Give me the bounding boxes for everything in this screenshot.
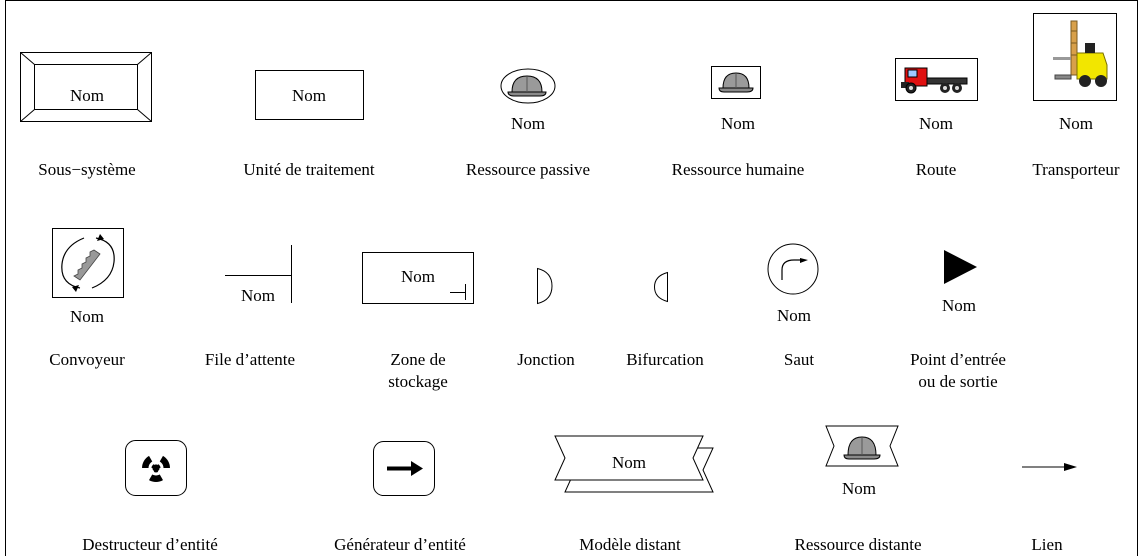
lien-symbol	[1022, 463, 1077, 471]
zone-stockage-symbol-name: Nom	[401, 267, 435, 286]
conveyor-icon	[61, 234, 115, 292]
file-attente-symbol-name: Nom	[241, 286, 275, 305]
modele-distant-symbol-name: Nom	[612, 453, 646, 472]
helmet-icon	[843, 436, 881, 460]
jonction-label: Jonction	[517, 350, 575, 369]
point-entree-sortie-label-1: Point d’entrée	[910, 350, 1006, 369]
unite-traitement-symbol-name: Nom	[292, 86, 326, 105]
zone-stockage-label-2: stockage	[388, 372, 448, 391]
ressource-distante-symbol	[825, 425, 899, 467]
truck-icon	[901, 67, 968, 94]
transporteur-label: Transporteur	[1032, 160, 1120, 179]
point-entree-sortie-symbol-name: Nom	[942, 296, 976, 315]
route-symbol	[895, 58, 978, 101]
radiation-icon	[142, 455, 170, 482]
route-label: Route	[915, 160, 957, 179]
legend-frame	[5, 0, 1138, 556]
convoyeur-symbol	[52, 228, 124, 298]
arrow-icon	[387, 461, 423, 476]
lien-label: Lien	[1031, 535, 1063, 554]
forklift-icon	[1053, 20, 1108, 87]
ressource-distante-label: Ressource distante	[794, 535, 922, 554]
ressource-humaine-symbol-name: Nom	[721, 114, 755, 133]
saut-symbol	[767, 243, 819, 295]
file-attente-label: File d’attente	[204, 350, 296, 369]
saut-symbol-name: Nom	[777, 306, 811, 325]
point-entree-sortie-label-2: ou de sortie	[918, 372, 998, 391]
sous-systeme-symbol-name: Nom	[70, 86, 104, 105]
convoyeur-label: Convoyeur	[49, 350, 125, 369]
ressource-passive-label: Ressource passive	[465, 160, 591, 179]
transporteur-symbol	[1033, 13, 1117, 101]
destructeur-label: Destructeur d’entité	[82, 535, 218, 554]
ressource-passive-symbol-name: Nom	[511, 114, 545, 133]
convoyeur-symbol-name: Nom	[70, 307, 104, 326]
unite-traitement-label: Unité de traitement	[243, 160, 375, 179]
generateur-symbol	[373, 441, 435, 496]
ressource-distante-symbol-name: Nom	[842, 479, 876, 498]
jonction-symbol	[537, 267, 553, 305]
ressource-passive-symbol	[500, 68, 556, 104]
bifurcation-symbol	[653, 271, 668, 303]
zone-stockage-label-1: Zone de	[390, 350, 446, 369]
unite-traitement-symbol	[255, 70, 364, 120]
saut-label: Saut	[783, 350, 815, 369]
bifurcation-label: Bifurcation	[626, 350, 704, 369]
helmet-icon	[507, 75, 547, 97]
modele-distant-symbol	[554, 435, 714, 493]
point-entree-sortie-symbol	[944, 250, 977, 284]
ressource-humaine-label: Ressource humaine	[671, 160, 805, 179]
ressource-humaine-symbol	[711, 66, 761, 99]
file-attente-symbol	[225, 245, 292, 303]
route-symbol-name: Nom	[919, 114, 953, 133]
destructeur-symbol	[125, 440, 187, 496]
helmet-icon	[718, 72, 754, 93]
generateur-label: Générateur d’entité	[334, 535, 466, 554]
zone-stockage-symbol	[362, 252, 474, 304]
modele-distant-label: Modèle distant	[579, 535, 681, 554]
sous-systeme-label: Sous−système	[38, 160, 136, 179]
sous-systeme-symbol	[20, 52, 152, 122]
transporteur-symbol-name: Nom	[1059, 114, 1093, 133]
